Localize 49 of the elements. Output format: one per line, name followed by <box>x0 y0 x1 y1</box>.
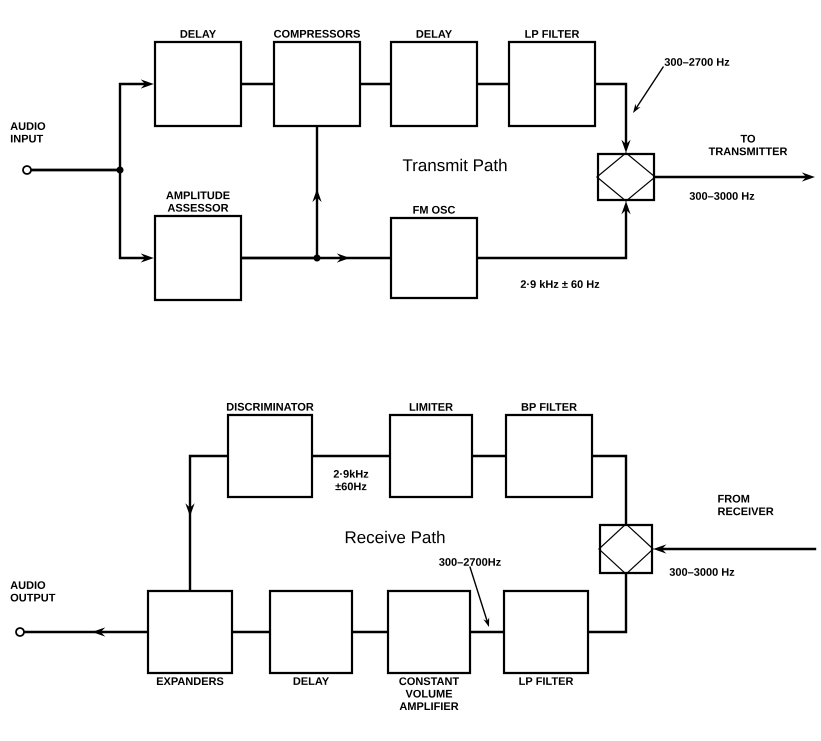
signal-label: FROM RECEIVER <box>718 494 774 516</box>
node-label: DELAY <box>180 30 216 38</box>
connector-line <box>232 630 270 634</box>
node-label: LP FILTER <box>519 677 574 685</box>
node-label: LP FILTER <box>525 30 580 38</box>
terminal-label: AUDIO OUTPUT <box>10 581 56 602</box>
block-box: LP FILTER <box>508 30 596 128</box>
frequency-label: 300–2700Hz <box>439 558 501 566</box>
node-label: DELAY <box>416 30 452 38</box>
connector-line <box>240 82 274 86</box>
hybrid-box <box>598 523 654 575</box>
node-label: DISCRIMINATOR <box>226 402 314 411</box>
path-title: Receive Path <box>346 530 444 544</box>
block-box: LP FILTER <box>502 590 590 685</box>
block-box: DISCRIMINATOR <box>226 402 314 498</box>
block-box: LIMITER <box>388 403 474 498</box>
connector-line <box>588 572 628 634</box>
connector-line <box>470 630 504 634</box>
frequency-label: 300–2700 Hz <box>664 58 730 66</box>
terminal-label: AUDIO INPUT <box>10 122 46 142</box>
node-label: AMPLITUDE ASSESSOR <box>166 192 230 212</box>
connector-line <box>472 454 506 458</box>
block-box: EXPANDERS <box>146 590 234 686</box>
node-label: EXPANDERS <box>156 677 224 686</box>
signal-label: TO TRANSMITTER <box>708 134 788 156</box>
connector-line <box>352 630 388 634</box>
node-label: LIMITER <box>410 403 453 411</box>
connector-line <box>592 454 628 526</box>
node-label: CONSTANT VOLUME AMPLIFIER <box>399 677 460 710</box>
node-label: FM OSC <box>413 206 456 214</box>
connector-line <box>476 82 510 86</box>
edge-label: 2·9 kHz ± 60 Hz <box>519 278 601 290</box>
edge-label: 300–3000 Hz <box>688 191 756 201</box>
block-box: DELAY <box>154 30 242 128</box>
block-box: BP FILTER <box>504 403 594 498</box>
node-label: DELAY <box>294 677 329 685</box>
edge-label: 300–3000 Hz <box>668 567 736 577</box>
block-box: AMPLITUDE ASSESSOR <box>154 192 242 302</box>
block-box: FM OSC <box>390 206 478 300</box>
node-label: COMPRESSORS <box>274 30 360 38</box>
block-box: DELAY <box>390 30 478 128</box>
block-box: DELAY <box>268 590 354 685</box>
connector-line <box>312 454 390 458</box>
node-label: BP FILTER <box>522 403 577 411</box>
path-title: Transmit Path <box>402 158 506 172</box>
block-box: CONSTANT VOLUME AMPLIFIER <box>386 590 472 710</box>
connector-line <box>360 82 392 86</box>
edge-label: 2·9kHz ±60Hz <box>324 468 378 492</box>
block-box: COMPRESSORS <box>272 30 362 128</box>
